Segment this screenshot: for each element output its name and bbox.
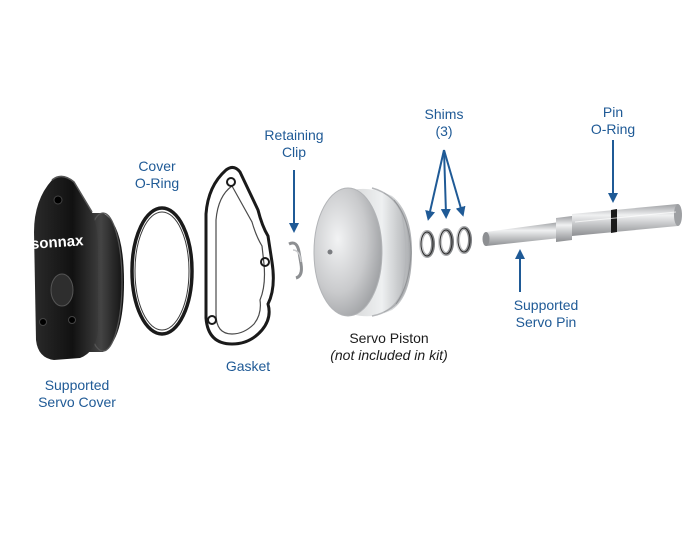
label-servo-piston-line2: (not included in kit)	[330, 347, 448, 363]
label-cover-oring-line1: Cover	[138, 158, 176, 174]
label-shims-line2: (3)	[435, 123, 453, 139]
label-shims: Shims (3)	[414, 106, 474, 140]
label-gasket: Gasket	[210, 358, 286, 375]
gasket-part	[204, 165, 275, 346]
label-shims-line1: Shims	[424, 106, 464, 122]
retaining-clip-part	[288, 241, 303, 280]
label-gasket-line1: Gasket	[225, 358, 271, 374]
label-retaining-clip: Retaining Clip	[256, 127, 332, 161]
label-servo-cover-line2: Servo Cover	[38, 394, 116, 410]
label-servo-pin-line2: Servo Pin	[515, 314, 577, 330]
label-pin-oring: Pin O-Ring	[580, 104, 646, 138]
label-retaining-clip-line2: Clip	[281, 144, 307, 160]
servo-piston-part	[313, 187, 412, 317]
label-servo-pin-line1: Supported	[513, 297, 579, 313]
label-servo-cover: Supported Servo Cover	[26, 377, 128, 411]
label-retaining-clip-line1: Retaining	[264, 127, 324, 143]
servo-cover-part: sonnax	[30, 175, 124, 360]
servo-pin-part	[482, 204, 682, 246]
label-servo-piston: Servo Piston (not included in kit)	[314, 330, 464, 364]
label-servo-pin: Supported Servo Pin	[504, 297, 588, 331]
label-servo-cover-line1: Supported	[44, 377, 110, 393]
label-pin-oring-line1: Pin	[602, 104, 624, 120]
label-cover-oring-line2: O-Ring	[134, 175, 180, 191]
label-servo-piston-line1: Servo Piston	[349, 330, 429, 346]
label-pin-oring-line2: O-Ring	[590, 121, 636, 137]
cover-oring-part	[130, 206, 194, 336]
sonnax-logo: sonnax	[30, 232, 84, 253]
shims-arrows	[425, 149, 466, 221]
label-cover-oring: Cover O-Ring	[124, 158, 190, 192]
shims-part	[419, 226, 472, 258]
